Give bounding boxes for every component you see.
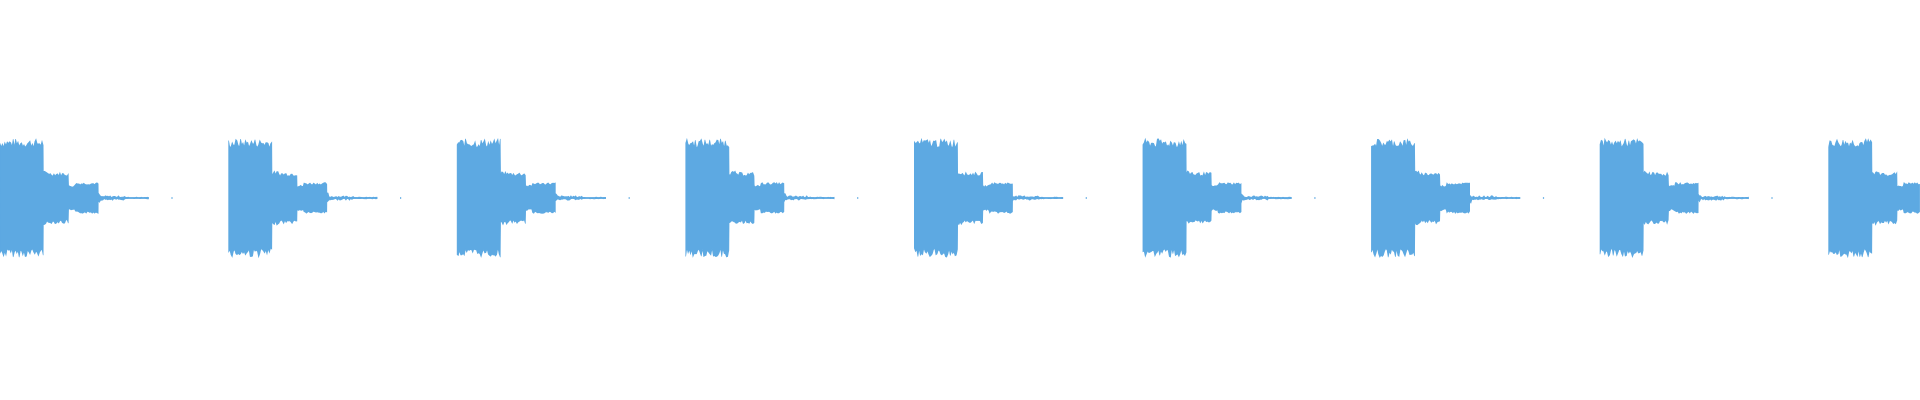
waveform-tail-tick <box>400 197 402 199</box>
waveform-tail-tick <box>354 197 357 199</box>
waveform-tail-tick <box>628 197 630 199</box>
waveform-burst <box>228 138 402 259</box>
waveform-tail-tick <box>1314 197 1316 199</box>
waveform-tail-tick <box>125 197 129 199</box>
waveform-burst <box>685 137 859 258</box>
waveform-burst <box>1142 137 1316 258</box>
waveform-tail-tick <box>811 197 814 199</box>
waveform-tail-tick <box>857 197 859 199</box>
waveform-burst <box>1371 138 1545 258</box>
waveform-tail-tick <box>146 197 149 199</box>
waveform-tail-tick <box>1040 197 1043 199</box>
waveform-tail-tick <box>582 197 586 199</box>
waveform-tail-tick <box>1268 197 1272 199</box>
waveform-tail-tick <box>832 197 835 199</box>
waveform-tail-tick <box>374 197 378 199</box>
waveform-tail-tick <box>1746 197 1749 199</box>
waveform-envelope <box>1828 138 1920 259</box>
waveform-tail-tick <box>603 197 606 199</box>
waveform-burst <box>0 138 173 258</box>
waveform-burst <box>1599 137 1773 258</box>
waveform-tail-tick <box>1085 197 1087 199</box>
waveform-tail-tick <box>171 197 173 199</box>
waveform-envelope <box>0 138 149 258</box>
waveform-burst <box>1828 138 1920 259</box>
waveform-tail-tick <box>1542 197 1545 199</box>
waveform-tail-tick <box>1725 197 1729 199</box>
waveform-envelope <box>685 137 835 258</box>
waveform-tail-tick <box>1497 197 1500 199</box>
waveform-burst <box>456 137 630 258</box>
waveform-tail-tick <box>1771 197 1773 199</box>
waveform-tail-tick <box>1060 197 1064 199</box>
waveform-tail-tick <box>1289 197 1292 199</box>
waveform-burst <box>914 137 1087 258</box>
waveform-tail-tick <box>1517 197 1521 199</box>
